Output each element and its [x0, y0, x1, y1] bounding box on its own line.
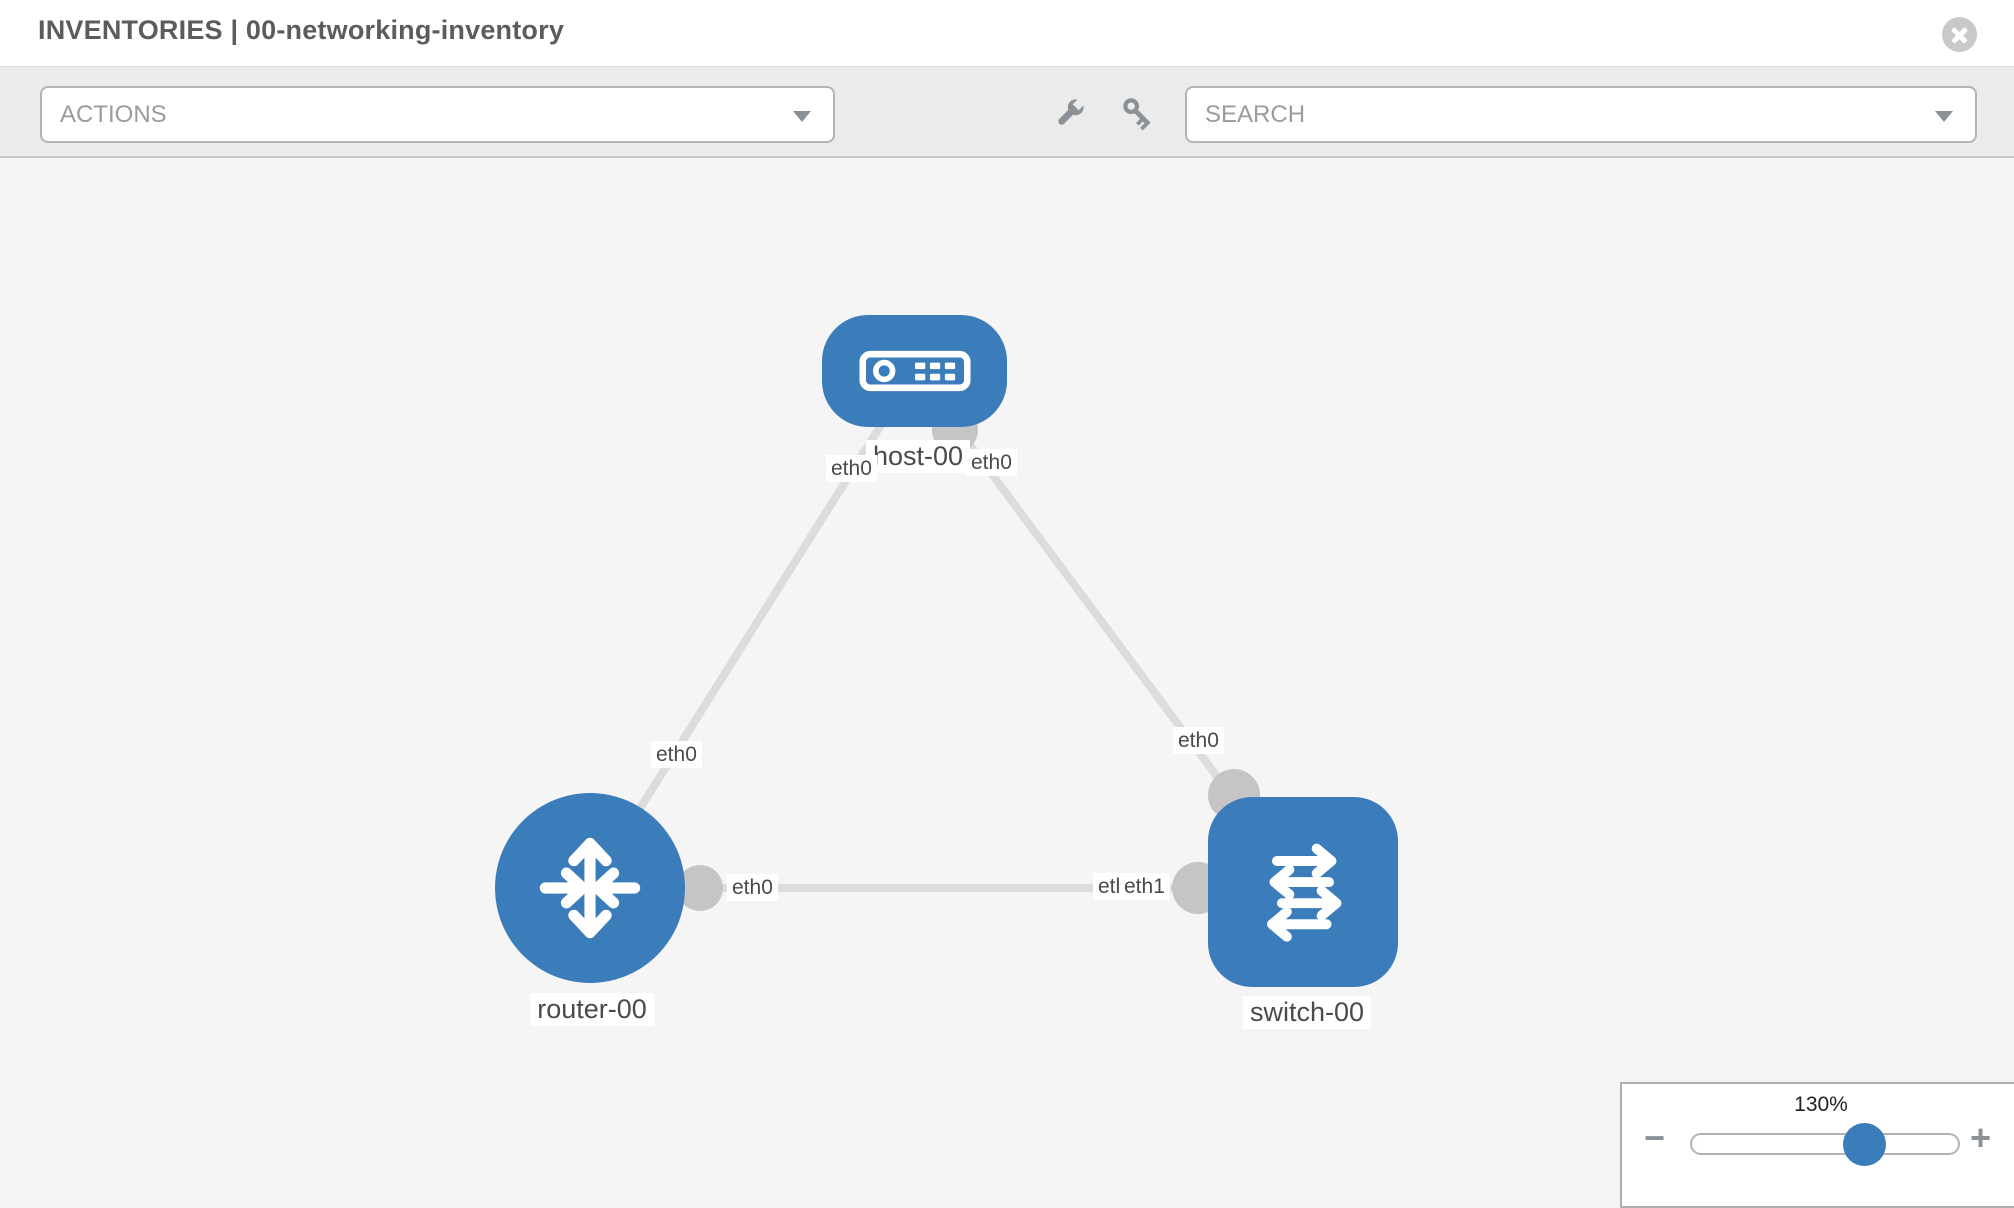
topology-links	[586, 368, 1307, 914]
interface-label-switch-horiz: eth1	[1119, 873, 1170, 901]
node-label-router: router-00	[530, 993, 654, 1027]
zoom-out-button[interactable]: −	[1644, 1117, 1666, 1158]
interface-label-host-left: eth0	[826, 455, 877, 483]
switch-icon	[1267, 843, 1342, 942]
node-label-host: host-00	[865, 440, 971, 474]
chevron-down-icon	[1935, 111, 1953, 122]
node-host-00[interactable]	[822, 315, 1007, 427]
host-icon	[858, 350, 971, 392]
zoom-in-button[interactable]: +	[1970, 1117, 1992, 1158]
search-dropdown[interactable]: SEARCH	[1185, 86, 1977, 143]
search-placeholder: SEARCH	[1205, 100, 1306, 128]
chevron-down-icon	[793, 111, 811, 122]
port-router-eth0	[677, 865, 723, 911]
zoom-slider-thumb[interactable]	[1843, 1123, 1886, 1166]
node-switch-00[interactable]	[1208, 797, 1398, 987]
node-label-switch: switch-00	[1242, 996, 1372, 1030]
toolbar: ACTIONS SEARCH	[0, 67, 2014, 158]
page-header: INVENTORIES | 00-networking-inventory	[0, 0, 2014, 67]
zoom-level: 130%	[1794, 1093, 1848, 1116]
topology-canvas[interactable]: host-00 router-00 switch-00 eth0 eth0 et…	[0, 158, 2014, 1200]
interface-label-host-right: eth0	[966, 449, 1017, 477]
interface-label-router-diag: eth0	[651, 741, 702, 769]
router-icon	[539, 837, 641, 939]
wrench-icon	[1058, 99, 1084, 125]
interface-label-switch-diag: eth0	[1173, 727, 1224, 755]
node-router-00[interactable]	[495, 793, 685, 983]
close-button[interactable]	[1942, 17, 1977, 52]
key-button[interactable]	[1120, 95, 1158, 133]
zoom-panel: 130% − +	[1620, 1082, 2014, 1208]
actions-dropdown-label: ACTIONS	[60, 100, 167, 128]
actions-dropdown[interactable]: ACTIONS	[40, 86, 835, 143]
tools-button[interactable]	[1050, 95, 1088, 133]
key-icon	[1123, 98, 1151, 131]
interface-label-router-horiz: eth0	[727, 874, 778, 902]
zoom-slider-track[interactable]	[1690, 1133, 1960, 1155]
page-title: INVENTORIES | 00-networking-inventory	[38, 15, 565, 45]
